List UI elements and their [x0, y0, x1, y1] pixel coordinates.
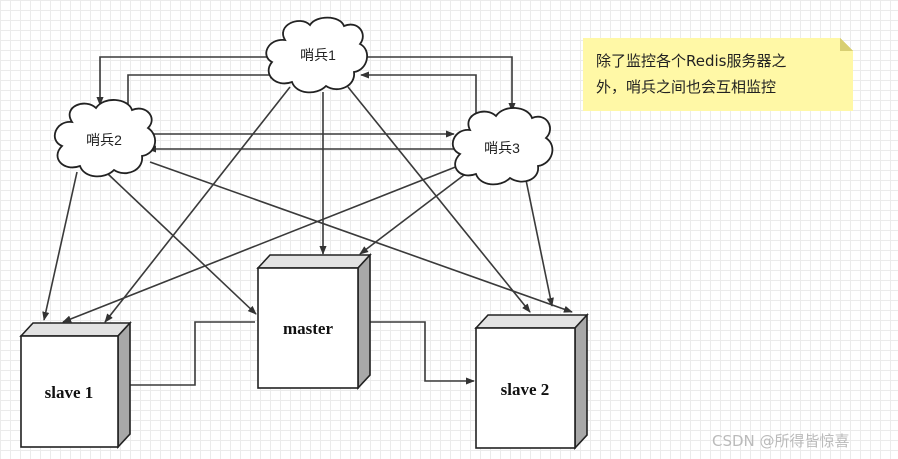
arrow-master-to-slave2	[370, 321, 475, 385]
arrow-s2-to-slave1	[42, 171, 78, 321]
arrow-s3-to-master	[359, 171, 469, 255]
box-top-face	[256, 254, 372, 269]
sentinel-1-label: 哨兵1	[300, 47, 336, 63]
arrow-master-to-slave1	[119, 321, 255, 389]
arrow-s3-to-s1	[360, 71, 477, 118]
box-top-face	[19, 322, 132, 337]
arrow-s2-to-slave2	[149, 161, 573, 313]
arrow-s2-to-s1	[127, 71, 279, 107]
sentinel-3-label: 哨兵3	[484, 140, 520, 156]
sentinel-1-node[interactable]: 哨兵1	[265, 16, 368, 94]
cloud-shape	[451, 107, 554, 186]
note-corner-fold	[840, 38, 853, 51]
sentinel-3-node[interactable]: 哨兵3	[451, 107, 554, 186]
sentinel-2-label: 哨兵2	[86, 132, 122, 148]
arrow-s1-to-slave1	[104, 86, 291, 323]
slave-2-node[interactable]: slave 2	[474, 312, 589, 451]
note-line-2: 外，哨兵之间也会互相监控	[596, 78, 777, 96]
sticky-note	[583, 38, 853, 111]
arrow-s1-to-s2	[96, 56, 272, 106]
watermark: CSDN @所得皆惊喜	[712, 432, 850, 450]
arrow-s1-to-s3	[362, 56, 516, 112]
slave-2-label: slave 2	[501, 380, 550, 399]
slave-1-node[interactable]: slave 1	[19, 320, 132, 450]
arrow-s1-to-slave2	[347, 86, 531, 313]
arrow-s2-to-master	[107, 173, 257, 315]
sentinel-2-node[interactable]: 哨兵2	[53, 99, 156, 178]
slave-1-label: slave 1	[45, 383, 94, 402]
box-front-face	[20, 335, 119, 448]
note-text: 除了监控各个Redis服务器之 外，哨兵之间也会互相监控	[596, 48, 846, 100]
box-side-face	[357, 252, 371, 391]
note-line-1: 除了监控各个Redis服务器之	[596, 52, 787, 70]
box-top-face	[474, 314, 589, 329]
master-node[interactable]: master	[256, 252, 372, 391]
arrow-s3-to-slave2	[525, 179, 554, 307]
arrow-s3-to-slave1	[62, 165, 459, 323]
box-front-face	[475, 327, 576, 449]
connectors	[42, 56, 573, 389]
box-side-face	[574, 312, 588, 451]
master-label: master	[283, 319, 333, 338]
box-front-face	[257, 267, 359, 389]
cloud-shape	[53, 99, 156, 178]
cloud-shape	[265, 16, 368, 94]
box-side-face	[117, 320, 131, 450]
